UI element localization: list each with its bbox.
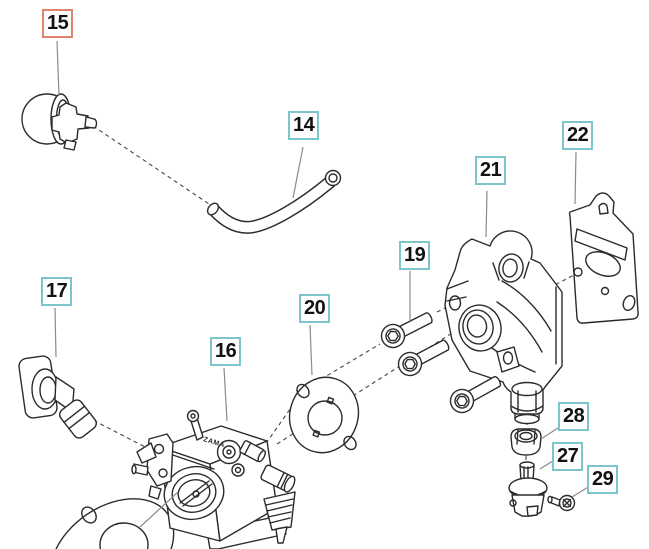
callout-29[interactable]: 29	[587, 465, 619, 494]
part-screw-19c[interactable]	[446, 370, 504, 416]
throttle-bracket	[131, 433, 174, 500]
part-gasket-plate-22[interactable]	[568, 192, 639, 324]
callout-22-number: 22	[567, 124, 589, 146]
part-screw-19a[interactable]	[378, 306, 437, 351]
callout-15-number: 15	[47, 12, 69, 34]
callout-27[interactable]: 27	[552, 442, 584, 471]
callout-20-number: 20	[304, 297, 326, 319]
callout-21-number: 21	[480, 159, 502, 181]
callout-27-number: 27	[557, 445, 579, 467]
part-fuel-valve-27[interactable]	[508, 461, 548, 517]
callout-22[interactable]: 22	[562, 121, 594, 150]
callout-28-number: 28	[563, 405, 585, 427]
callout-19-number: 19	[404, 244, 426, 266]
callout-16[interactable]: 16	[210, 337, 242, 366]
callout-20[interactable]: 20	[299, 294, 331, 323]
callout-17[interactable]: 17	[41, 277, 73, 306]
part-screw-19b[interactable]	[394, 334, 452, 380]
callout-15[interactable]: 15	[42, 9, 74, 38]
callout-19[interactable]: 19	[399, 241, 431, 270]
part-choke-knob-17[interactable]	[18, 355, 99, 440]
part-flange-gasket-20[interactable]	[280, 368, 368, 461]
callout-28[interactable]: 28	[558, 402, 590, 431]
callout-29-number: 29	[592, 468, 614, 490]
callout-21[interactable]: 21	[475, 156, 507, 185]
part-carburetor-16[interactable]: ZAMA	[131, 409, 297, 549]
part-intake-manifold-21[interactable]	[444, 230, 563, 425]
callout-14-number: 14	[293, 114, 315, 136]
part-fuel-hose-14[interactable]	[205, 169, 342, 234]
callout-16-number: 16	[215, 340, 237, 362]
leader-lines	[54, 40, 591, 528]
part-flange-nut-28[interactable]	[510, 428, 542, 456]
callout-14[interactable]: 14	[288, 111, 320, 140]
callout-17-number: 17	[46, 280, 68, 302]
part-screw-29[interactable]	[547, 494, 576, 512]
part-primer-bulb-15[interactable]	[21, 93, 98, 151]
